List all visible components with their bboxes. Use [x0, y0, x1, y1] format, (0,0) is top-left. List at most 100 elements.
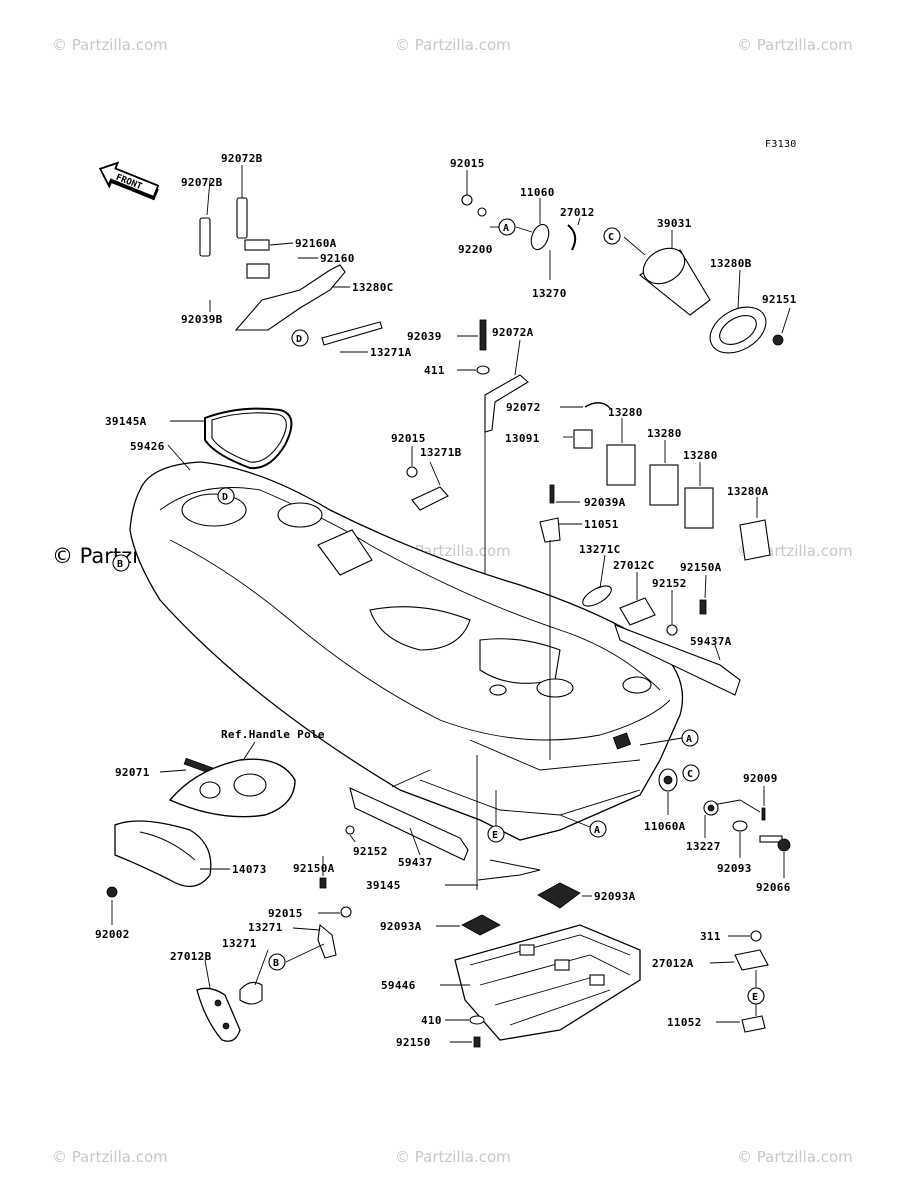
label-92071: 92071 — [115, 766, 150, 779]
callout-A-label: A — [503, 223, 509, 234]
label-27012A: 27012A — [652, 957, 694, 970]
label-13280C: 13280C — [352, 281, 394, 294]
watermark: © Partzilla.com — [395, 36, 511, 54]
callout-B — [268, 953, 286, 971]
label-92152: 92152 — [652, 577, 687, 590]
label-92200: 92200 — [458, 243, 493, 256]
label-92072A: 92072A — [492, 326, 534, 339]
label-92072B: 92072B — [181, 176, 223, 189]
label-92150A: 92150A — [680, 561, 722, 574]
plate-11060-group — [461, 194, 577, 251]
ref-handle-pole-note: Ref.Handle Pole — [221, 728, 325, 741]
label-13270: 13270 — [532, 287, 567, 300]
watermark: © Partzilla.com — [395, 1148, 511, 1166]
label-59446: 59446 — [381, 979, 416, 992]
callout-A — [589, 820, 607, 838]
label-13091: 13091 — [505, 432, 540, 445]
callout-B-label: B — [117, 559, 123, 570]
label-27012C: 27012C — [613, 559, 655, 572]
label-92039A: 92039A — [584, 496, 626, 509]
label-11051: 11051 — [584, 518, 619, 531]
label-13271C: 13271C — [579, 543, 621, 556]
callout-E-label: E — [492, 830, 498, 841]
callout-E-label: E — [752, 992, 758, 1003]
label-39145: 39145 — [366, 879, 401, 892]
label-59437A: 59437A — [690, 635, 732, 648]
callout-D — [291, 329, 309, 347]
callout-E — [747, 987, 765, 1005]
callout-D-label: D — [296, 334, 302, 345]
label-39145A: 39145A — [105, 415, 147, 428]
label-92151: 92151 — [762, 293, 797, 306]
label-13271: 13271 — [248, 921, 283, 934]
label-14073: 14073 — [232, 863, 267, 876]
label-59437: 59437 — [398, 856, 433, 869]
label-92160: 92160 — [320, 252, 355, 265]
label-13280: 13280 — [647, 427, 682, 440]
label-11060: 11060 — [520, 186, 555, 199]
figure-code: F3130 — [765, 139, 797, 150]
plate-27012A-group — [734, 930, 769, 1033]
label-39031: 39031 — [657, 217, 692, 230]
label-92150A: 92150A — [293, 862, 335, 875]
front-arrow-icon: FRONT — [98, 161, 160, 201]
label-13280: 13280 — [683, 449, 718, 462]
plate-27012B-group — [196, 906, 352, 1042]
label-13280A: 13280A — [727, 485, 769, 498]
pad-92093A-left — [461, 914, 501, 936]
gasket-39145A — [204, 407, 293, 470]
plate-13271A — [321, 321, 383, 346]
sticker-92160A — [244, 239, 270, 251]
callout-C — [603, 227, 621, 245]
label-92039B: 92039B — [181, 313, 223, 326]
callout-A-label: A — [594, 825, 600, 836]
callout-C-label: C — [687, 769, 693, 780]
watermark: © Partzilla.com — [52, 36, 168, 54]
label-92093A: 92093A — [380, 920, 422, 933]
label-92015: 92015 — [268, 907, 303, 920]
sticker-92160 — [246, 263, 270, 279]
washer-410 — [469, 1015, 485, 1025]
callout-A — [498, 218, 516, 236]
label-92009: 92009 — [743, 772, 778, 785]
label-92072B: 92072B — [221, 152, 263, 165]
callout-B-label: B — [273, 958, 279, 969]
label-410: 410 — [421, 1014, 442, 1027]
hull-59426 — [129, 461, 684, 841]
label-27012: 27012 — [560, 206, 595, 219]
label-13280: 13280 — [608, 406, 643, 419]
callout-C-label: C — [608, 232, 614, 243]
callout-B — [112, 554, 130, 572]
strap-92072B-b — [236, 197, 248, 239]
label-13280B: 13280B — [710, 257, 752, 270]
callout-D — [217, 487, 235, 505]
label-92072: 92072 — [506, 401, 541, 414]
label-92002: 92002 — [95, 928, 130, 941]
label-92093A: 92093A — [594, 890, 636, 903]
watermark: © Partzilla.com — [52, 1148, 168, 1166]
label-92093: 92093 — [717, 862, 752, 875]
rail-59437-group — [319, 787, 469, 889]
top-left-bracket-group — [199, 197, 383, 346]
label-92039: 92039 — [407, 330, 442, 343]
callout-D-label: D — [222, 492, 228, 503]
plate-13271B-group — [406, 466, 561, 543]
drain-fitting-group — [703, 799, 791, 852]
watermark: © Partzilla.com — [737, 36, 853, 54]
label-92160A: 92160A — [295, 237, 337, 250]
callout-C — [682, 764, 700, 782]
label-92015: 92015 — [391, 432, 426, 445]
bracket-13280C — [234, 264, 346, 331]
label-11060A: 11060A — [644, 820, 686, 833]
label-59426: 59426 — [130, 440, 165, 453]
callout-A-label: A — [686, 734, 692, 745]
label-11052: 11052 — [667, 1016, 702, 1029]
label-13271B: 13271B — [420, 446, 462, 459]
label-411: 411 — [424, 364, 445, 377]
vent-39031-group — [639, 247, 784, 354]
bolt-92150 — [473, 1036, 481, 1048]
label-13271A: 13271A — [370, 346, 412, 359]
rail-59437A-group — [582, 585, 741, 696]
